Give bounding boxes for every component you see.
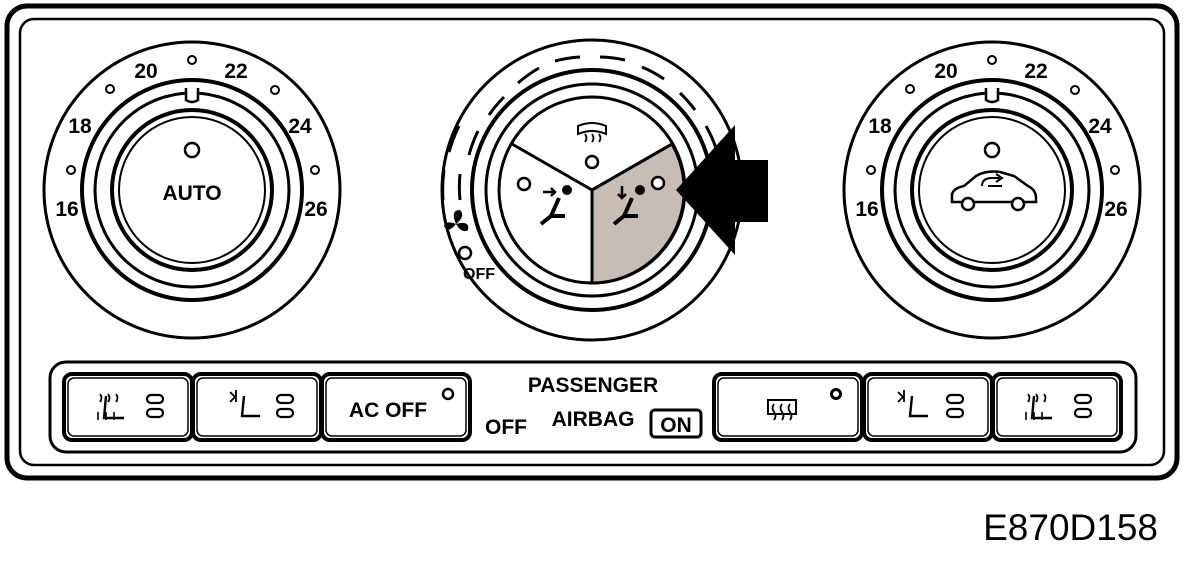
face-mode-led <box>516 176 532 192</box>
ac-off-label: AC OFF <box>349 399 427 422</box>
ac-off-button[interactable]: AC OFF <box>320 372 472 442</box>
recirculation-car-icon <box>950 170 1038 212</box>
auto-label: AUTO <box>162 182 221 205</box>
center-distribution-dial[interactable]: OFF <box>440 38 744 342</box>
right-dial-indicator-led <box>983 141 1001 159</box>
right-temp-label: 20 <box>934 60 957 83</box>
ac-off-led <box>441 387 455 401</box>
left-temperature-dial[interactable]: AUTO 16 18 20 22 24 26 <box>42 40 342 340</box>
face-vent-icon[interactable] <box>539 185 572 226</box>
defrost-mode-led <box>584 154 600 170</box>
airbag-off-label: OFF <box>485 416 527 439</box>
right-temp-label: 24 <box>1088 115 1112 138</box>
left-temp-label: 16 <box>55 198 78 221</box>
left-dial-indicator-led <box>183 141 201 159</box>
left-temp-label: 24 <box>288 115 312 138</box>
passenger-label: PASSENGER <box>528 374 658 397</box>
rear-defrost-button[interactable] <box>712 372 864 442</box>
fan-off-label: OFF <box>463 266 495 283</box>
pointer-arrow <box>676 125 768 255</box>
driver-heated-seat-button[interactable] <box>62 372 194 442</box>
fan-icon <box>444 210 469 232</box>
left-temp-label: 20 <box>134 60 157 83</box>
passenger-airbag-indicator: PASSENGER OFF AIRBAG ON <box>485 374 703 439</box>
passenger-heated-seat-button[interactable] <box>991 372 1123 442</box>
right-temp-label: 18 <box>868 115 892 138</box>
panel-inner <box>18 17 1166 467</box>
figure-reference-code: E870D158 <box>983 507 1158 548</box>
left-temp-label: 26 <box>304 198 327 221</box>
airbag-on-label: ON <box>660 414 692 437</box>
fan-speed-segments <box>441 55 718 201</box>
right-temp-label: 16 <box>855 198 878 221</box>
windscreen-defrost-icon[interactable] <box>577 122 607 143</box>
left-temp-label: 22 <box>224 60 247 83</box>
airbag-on-box <box>649 408 703 439</box>
airbag-label: AIRBAG <box>552 408 635 431</box>
fan-off-led <box>457 245 473 261</box>
right-temperature-dial[interactable]: 16 18 20 22 24 26 <box>842 40 1142 340</box>
feet-vent-icon[interactable] <box>612 185 645 226</box>
button-strip <box>48 360 1138 454</box>
passenger-cooled-seat-button[interactable] <box>862 372 994 442</box>
driver-cooled-seat-button[interactable] <box>191 372 323 442</box>
right-temp-label: 26 <box>1104 198 1127 221</box>
left-temp-label: 18 <box>68 115 92 138</box>
right-temp-label: 22 <box>1024 60 1047 83</box>
feet-mode-led <box>650 175 666 191</box>
